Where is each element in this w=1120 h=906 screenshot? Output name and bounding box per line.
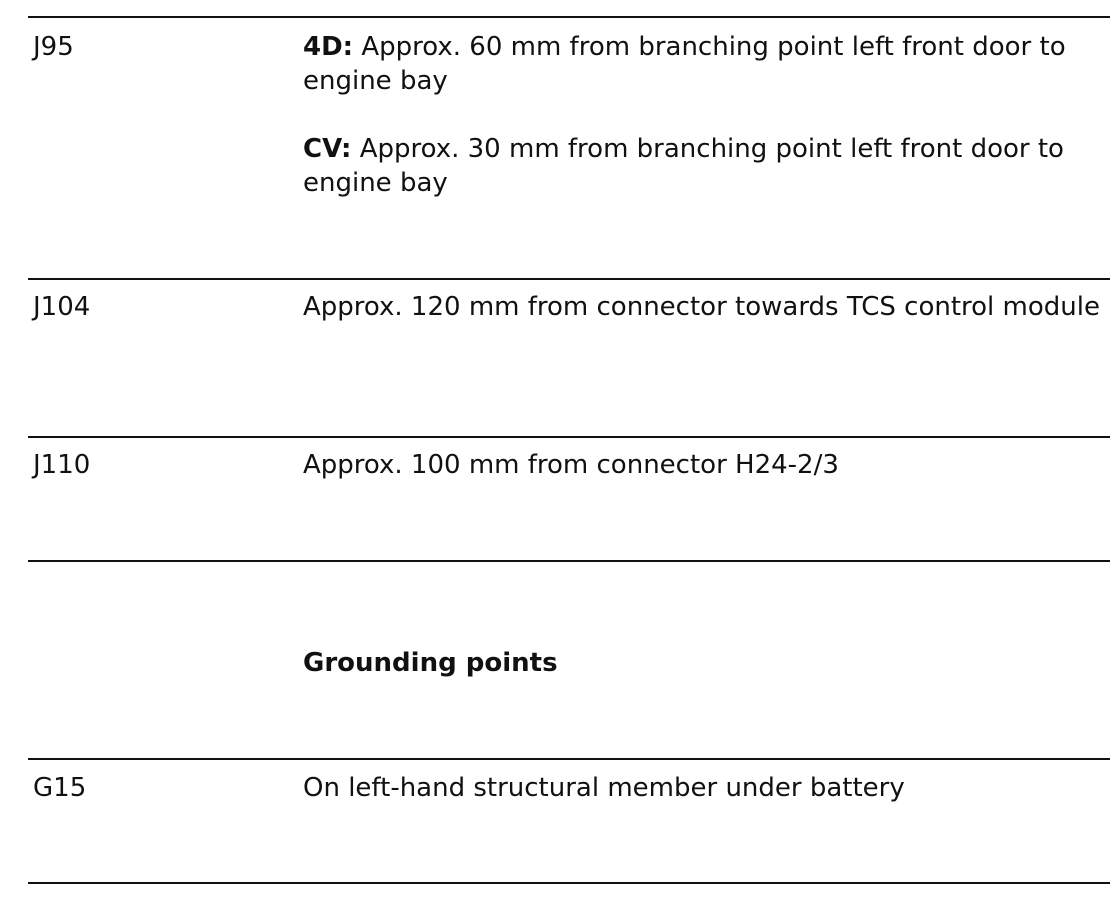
- row-description: Approx. 120 mm from connector towards TC…: [303, 292, 1100, 322]
- row-code: J104: [33, 292, 91, 322]
- row-code: G15: [33, 773, 87, 803]
- row-code: J110: [33, 450, 91, 480]
- section-heading: Grounding points: [303, 648, 558, 678]
- variant-label: CV:: [303, 134, 352, 164]
- row-divider: [28, 560, 1110, 562]
- variant-4d-paragraph: 4D: Approx. 60 mm from branching point l…: [303, 30, 1113, 98]
- variant-cv-paragraph: CV: Approx. 30 mm from branching point l…: [303, 132, 1113, 200]
- top-divider: [28, 16, 1110, 18]
- row-divider: [28, 278, 1110, 280]
- variant-text: Approx. 60 mm from branching point left …: [303, 32, 1066, 96]
- variant-text: Approx. 30 mm from branching point left …: [303, 134, 1064, 198]
- row-description: On left-hand structural member under bat…: [303, 773, 905, 803]
- row-divider: [28, 436, 1110, 438]
- bottom-divider: [28, 882, 1110, 884]
- row-description: 4D: Approx. 60 mm from branching point l…: [303, 30, 1113, 200]
- variant-label: 4D:: [303, 32, 354, 62]
- row-divider: [28, 758, 1110, 760]
- row-description: Approx. 100 mm from connector H24-2/3: [303, 450, 839, 480]
- row-code: J95: [33, 32, 74, 62]
